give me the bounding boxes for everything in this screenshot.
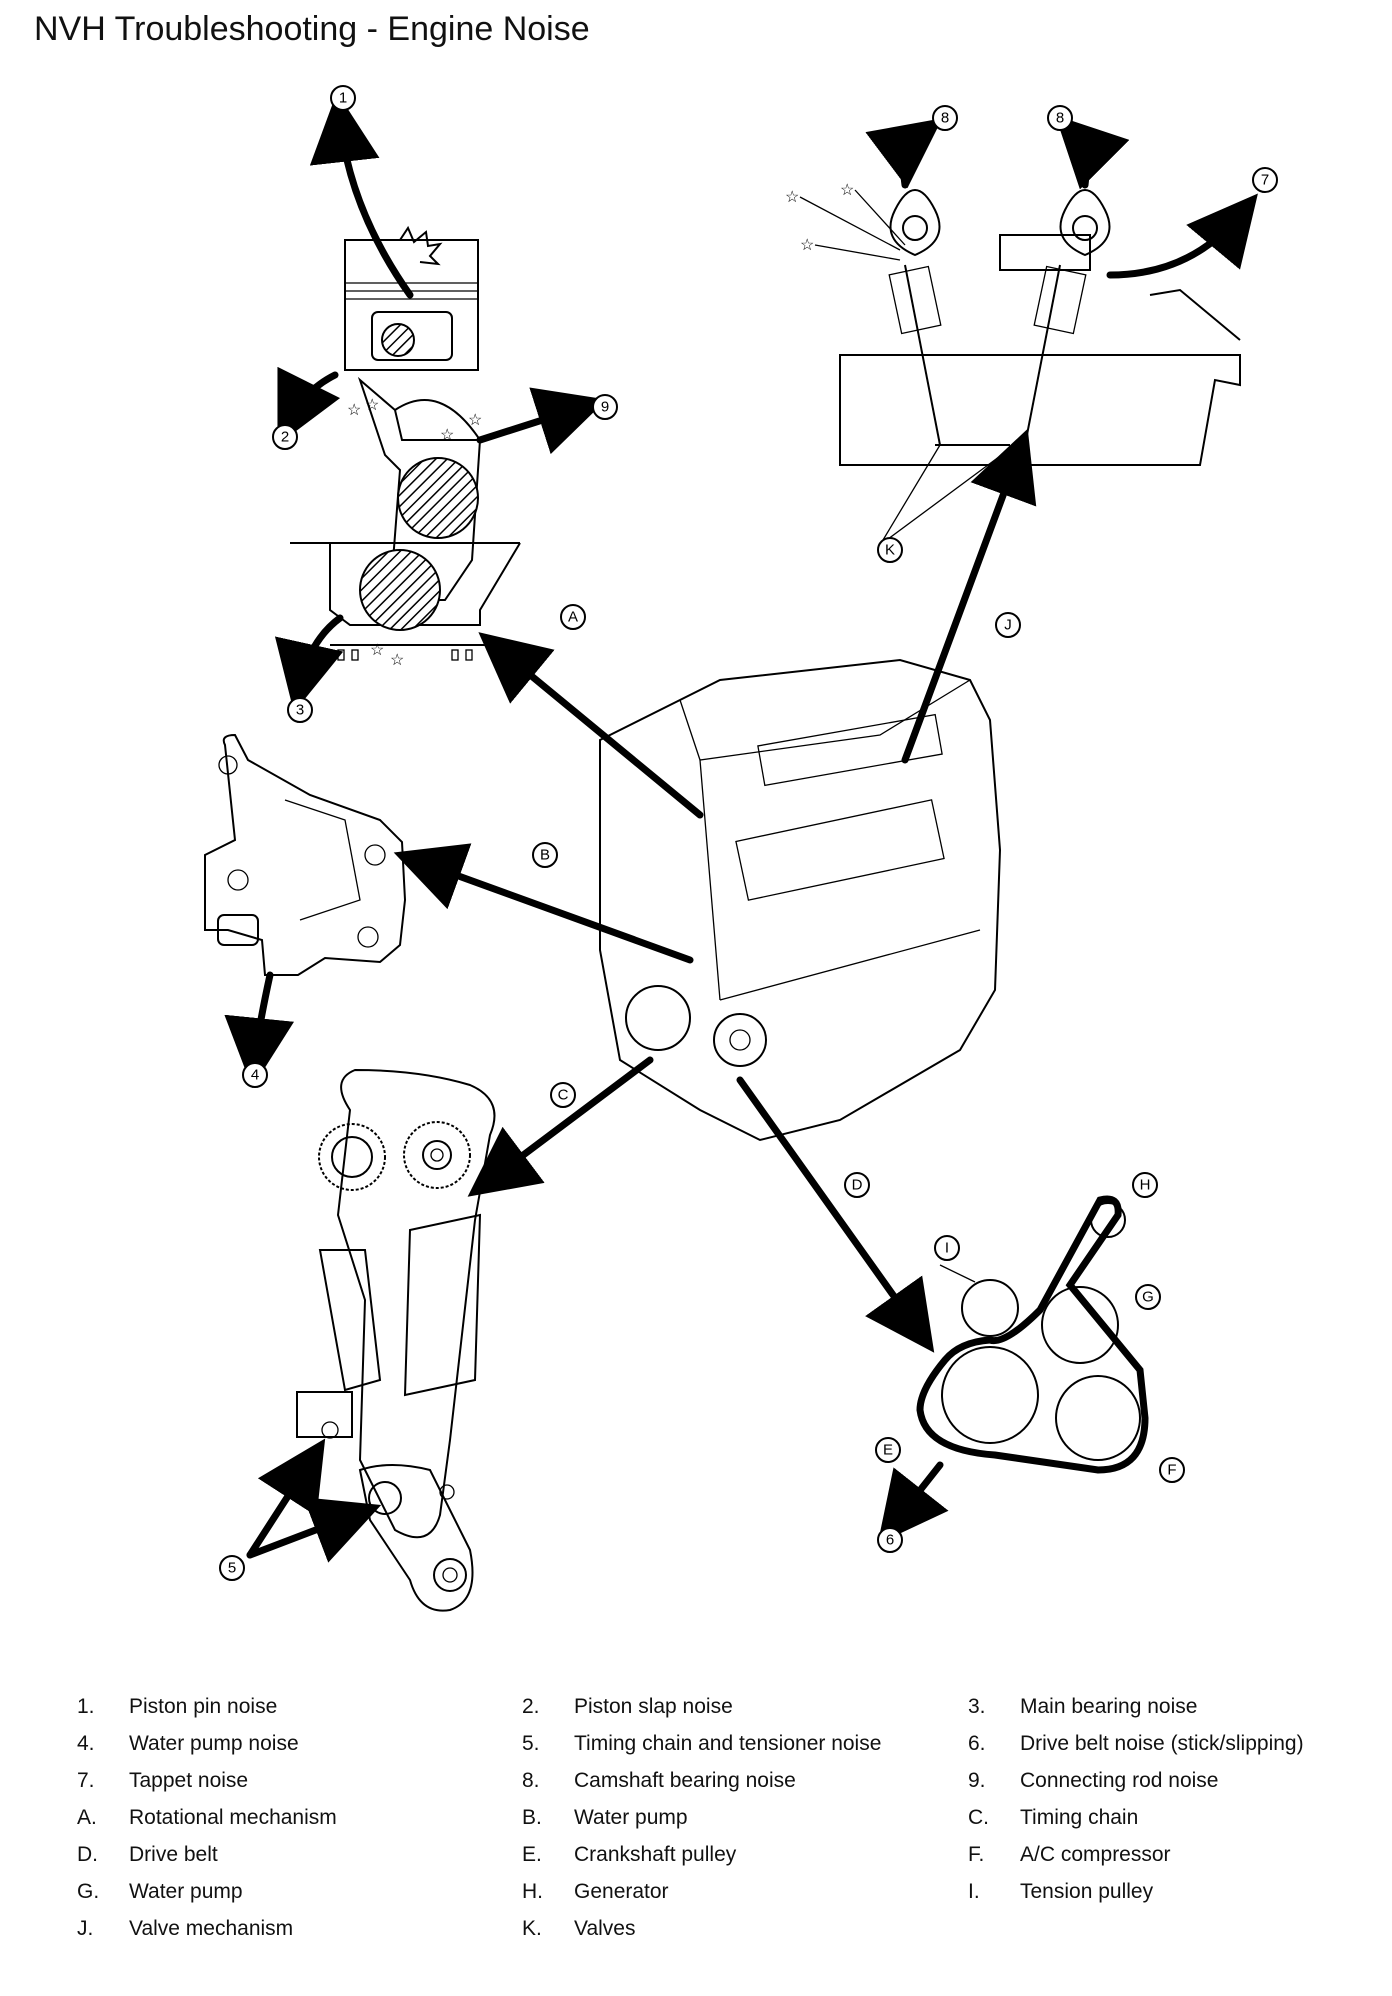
svg-text:☆: ☆ [840,182,854,199]
callout-7: 7 [1252,167,1278,193]
callout-1: 1 [330,85,356,111]
callout-G: G [1135,1284,1161,1310]
callout-C: C [550,1082,576,1108]
svg-text:7: 7 [1261,172,1269,189]
svg-text:3: 3 [296,702,304,719]
callout-K: K [877,537,903,563]
svg-text:8: 8 [941,110,949,127]
cylinder-head-assembly: ☆ ☆ ☆ [785,115,1258,546]
callout-E: E [875,1437,901,1463]
svg-text:G: G [1142,1289,1154,1306]
svg-text:☆: ☆ [347,402,361,419]
callout-F: F [1159,1457,1185,1483]
svg-text:☆: ☆ [370,642,384,659]
svg-text:C: C [558,1087,569,1104]
svg-text:☆: ☆ [800,237,814,254]
callout-I: I [934,1235,960,1261]
svg-text:6: 6 [886,1532,894,1549]
callout-A: A [560,604,586,630]
engine-block [599,658,1002,1142]
svg-text:E: E [883,1442,893,1459]
svg-text:☆: ☆ [468,412,482,429]
callout-2: 2 [272,424,298,450]
svg-text:1: 1 [339,90,347,107]
svg-text:5: 5 [228,1560,236,1577]
callout-8b: 8 [1047,105,1073,131]
water-pump-assembly [204,733,407,1088]
svg-text:B: B [540,847,550,864]
engine-noise-diagram: ☆ ☆ ☆ ☆ ☆ ☆ ☆ ☆ ☆ [204,85,1278,1612]
svg-text:2: 2 [281,429,289,446]
svg-text:F: F [1167,1462,1176,1479]
callout-4: 4 [242,1062,268,1088]
callout-8a: 8 [932,105,958,131]
callout-9: 9 [592,394,618,420]
svg-text:K: K [885,542,895,559]
drive-belt-assembly [877,1195,1149,1544]
svg-text:9: 9 [601,399,609,416]
callout-B: B [532,842,558,868]
page-title: NVH Troubleshooting - Engine Noise [34,10,590,48]
svg-text:☆: ☆ [785,189,799,206]
callout-6: 6 [877,1527,903,1553]
callout-5: 5 [219,1555,245,1581]
piston-rod-assembly: ☆ ☆ ☆ ☆ ☆ ☆ [274,92,607,713]
svg-text:4: 4 [251,1067,259,1084]
callout-H: H [1132,1172,1158,1198]
callout-D: D [844,1172,870,1198]
callout-3: 3 [287,697,313,723]
timing-chain-assembly [246,1068,496,1612]
svg-text:☆: ☆ [390,652,404,669]
svg-text:I: I [945,1240,949,1257]
svg-text:A: A [568,609,578,626]
svg-text:8: 8 [1056,110,1064,127]
svg-text:J: J [1004,617,1012,634]
callout-J: J [995,612,1021,638]
svg-text:H: H [1140,1177,1151,1194]
svg-text:D: D [852,1177,863,1194]
svg-text:☆: ☆ [365,397,379,414]
svg-text:☆: ☆ [440,427,454,444]
